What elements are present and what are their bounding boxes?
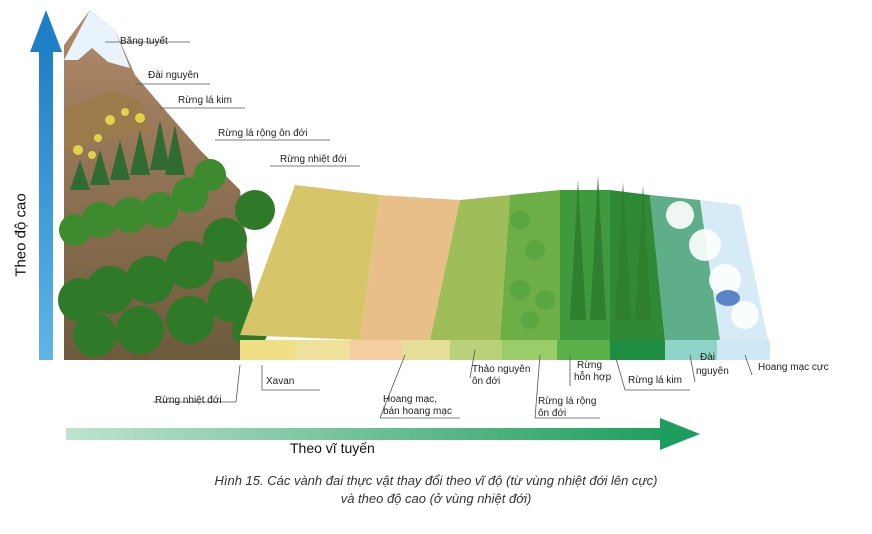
label-bang-tuyet: Băng tuyết bbox=[120, 36, 168, 47]
label-rung-nhiet-doi-mountain: Rừng nhiệt đới bbox=[280, 154, 347, 165]
altitude-arrow bbox=[30, 10, 62, 360]
broadleaf-belt bbox=[59, 159, 226, 246]
label-thao-nguyen-1: Thảo nguyên bbox=[472, 364, 531, 375]
caption-line-1: Hình 15. Các vành đai thực vật thay đổi … bbox=[214, 473, 658, 488]
label-hoang-mac-1: Hoang mạc, bbox=[383, 394, 437, 405]
latitude-arrow bbox=[66, 418, 700, 450]
altitude-axis-label: Theo độ cao bbox=[12, 193, 30, 277]
caption-line-2: và theo độ cao (ở vùng nhiệt đới) bbox=[340, 491, 532, 506]
latitude-axis-label: Theo vĩ tuyến bbox=[290, 440, 375, 456]
tropical-belt bbox=[58, 190, 275, 357]
tundra-shrubs bbox=[73, 108, 145, 159]
label-rung-hon-hop-2: hỗn hợp bbox=[574, 372, 612, 383]
label-rung-nhiet-doi: Rừng nhiệt đới bbox=[155, 395, 222, 406]
label-rung-la-kim: Rừng lá kim bbox=[628, 375, 682, 386]
conifer-belt bbox=[70, 120, 185, 190]
label-rung-la-rong-1: Rừng lá rộng bbox=[538, 396, 597, 407]
label-hoang-mac-2: bán hoang mạc bbox=[383, 406, 452, 417]
label-hoang-mac-cuc: Hoang mạc cực bbox=[758, 362, 829, 373]
label-rung-la-kim-mountain: Rừng lá kim bbox=[178, 95, 232, 106]
label-dai-nguyen-2: nguyên bbox=[696, 366, 729, 377]
label-xavan: Xavan bbox=[266, 376, 295, 387]
label-thao-nguyen-2: ôn đới bbox=[472, 376, 501, 387]
label-dai-nguyen-1: Đài bbox=[700, 352, 716, 363]
mountain bbox=[58, 10, 275, 360]
label-rung-la-rong-2: ôn đới bbox=[538, 408, 567, 419]
latitude-bands bbox=[240, 175, 770, 360]
label-dai-nguyen-mountain: Đài nguyên bbox=[148, 70, 199, 81]
label-rung-hon-hop-1: Rừng bbox=[577, 360, 603, 371]
label-rung-la-rong-mountain: Rừng lá rộng ôn đới bbox=[218, 128, 308, 139]
leader-lines bbox=[105, 41, 753, 419]
snow-cap bbox=[64, 10, 130, 68]
